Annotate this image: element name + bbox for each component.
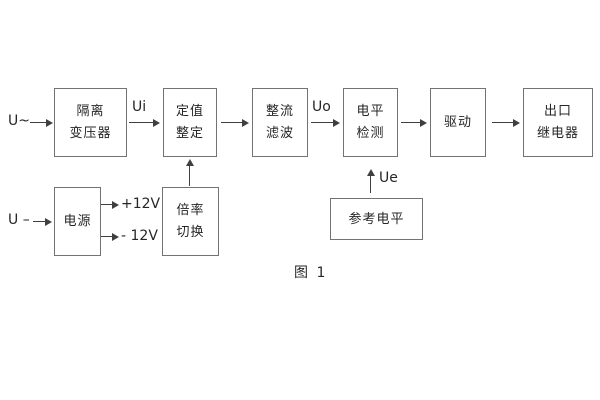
arrow-shaft — [101, 204, 113, 205]
arrow-head — [46, 118, 53, 127]
arrow-right-icon-ac-input — [30, 118, 53, 127]
signal-uo-label: Uo — [312, 99, 331, 115]
block-ratio-switch: 倍率 切换 — [162, 187, 219, 256]
block-label: 变压器 — [69, 126, 112, 141]
arrow-right-icon-rectifier-to-level — [311, 118, 340, 127]
block-label: 检测 — [356, 126, 385, 141]
block-reference-level: 参考电平 — [330, 198, 423, 240]
arrow-shaft — [33, 221, 46, 222]
arrow-head — [45, 217, 52, 226]
arrow-shaft — [30, 122, 47, 123]
arrow-head — [366, 169, 375, 176]
block-label: 隔离 — [76, 104, 105, 119]
block-label: 滤波 — [265, 126, 294, 141]
plus-12v-label: +12V — [121, 196, 161, 212]
arrow-head — [242, 118, 249, 127]
block-output-relay: 出口 继电器 — [523, 88, 593, 157]
signal-ui-label: Ui — [132, 99, 147, 115]
figure-caption: 图 1 — [294, 265, 328, 281]
arrow-shaft — [221, 122, 243, 123]
arrow-right-icon-plus-12v — [101, 200, 119, 209]
arrow-right-icon-transformer-to-setting — [129, 118, 160, 127]
block-setting-adjust: 定值 整定 — [163, 88, 217, 157]
block-level-detect: 电平 检测 — [343, 88, 398, 157]
arrow-head — [185, 159, 194, 166]
arrow-right-icon-level-to-driver — [401, 118, 427, 127]
arrow-shaft — [492, 122, 514, 123]
block-label: 继电器 — [536, 126, 579, 141]
block-label: 定值 — [175, 104, 204, 119]
block-isolation-transformer: 隔离 变压器 — [54, 88, 127, 157]
block-label: 参考电平 — [348, 211, 405, 227]
ac-input-label: U~ — [8, 113, 30, 129]
arrow-head — [112, 232, 119, 241]
arrow-up-icon-ratio-to-setting — [185, 159, 194, 186]
arrow-up-icon-reference-to-level — [366, 169, 375, 193]
block-label: 驱动 — [443, 115, 472, 130]
minus-12v-label: - 12V — [121, 228, 158, 244]
arrow-shaft — [401, 122, 421, 123]
arrow-head — [513, 118, 520, 127]
block-label: 整定 — [175, 126, 204, 141]
block-label: 出口 — [543, 104, 572, 119]
block-label: 电平 — [356, 104, 385, 119]
arrow-head — [420, 118, 427, 127]
arrow-shaft — [101, 236, 113, 237]
block-label: 切换 — [176, 225, 205, 240]
block-label: 整流 — [265, 104, 294, 119]
arrow-shaft — [129, 122, 154, 123]
arrow-shaft — [189, 165, 190, 186]
arrow-right-icon-dc-input — [33, 217, 52, 226]
arrow-right-icon-setting-to-rectifier — [221, 118, 249, 127]
arrow-head — [333, 118, 340, 127]
arrow-shaft — [311, 122, 334, 123]
arrow-head — [112, 200, 119, 209]
block-driver: 驱动 — [430, 88, 486, 157]
signal-ue-label: Ue — [379, 170, 398, 186]
block-power-supply: 电源 — [54, 187, 101, 256]
arrow-shaft — [370, 175, 371, 193]
block-label: 倍率 — [176, 203, 205, 218]
dc-input-label: U – — [8, 212, 30, 228]
arrow-head — [153, 118, 160, 127]
block-label: 电源 — [63, 214, 92, 229]
block-rectifier-filter: 整流 滤波 — [252, 88, 308, 157]
arrow-right-icon-minus-12v — [101, 232, 119, 241]
arrow-right-icon-driver-to-relay — [492, 118, 520, 127]
